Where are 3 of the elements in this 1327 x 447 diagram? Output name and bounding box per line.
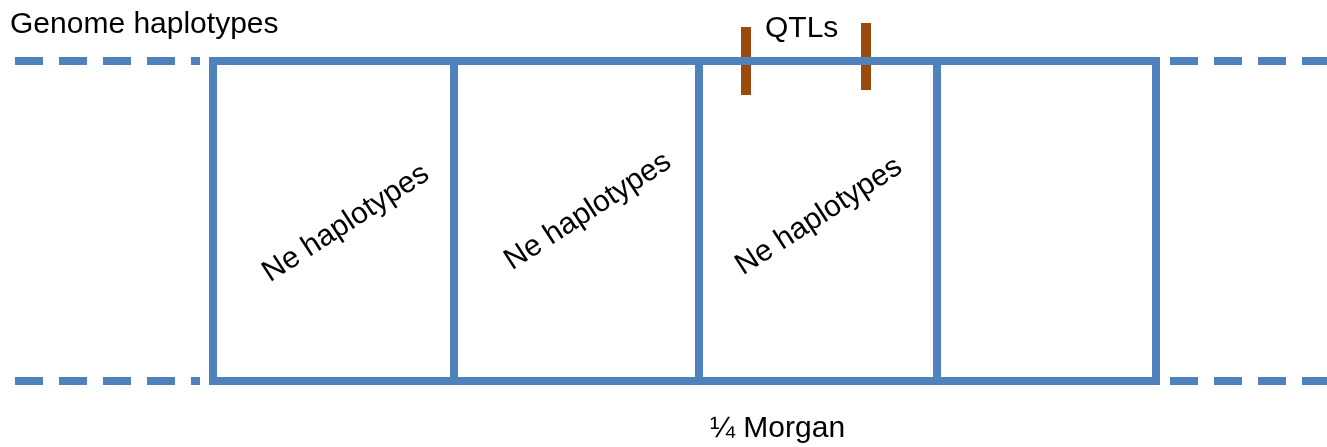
genome-label: Genome haplotypes xyxy=(10,8,279,38)
qtl-label: QTLs xyxy=(765,12,839,42)
length-label: ¼ Morgan xyxy=(710,412,846,442)
